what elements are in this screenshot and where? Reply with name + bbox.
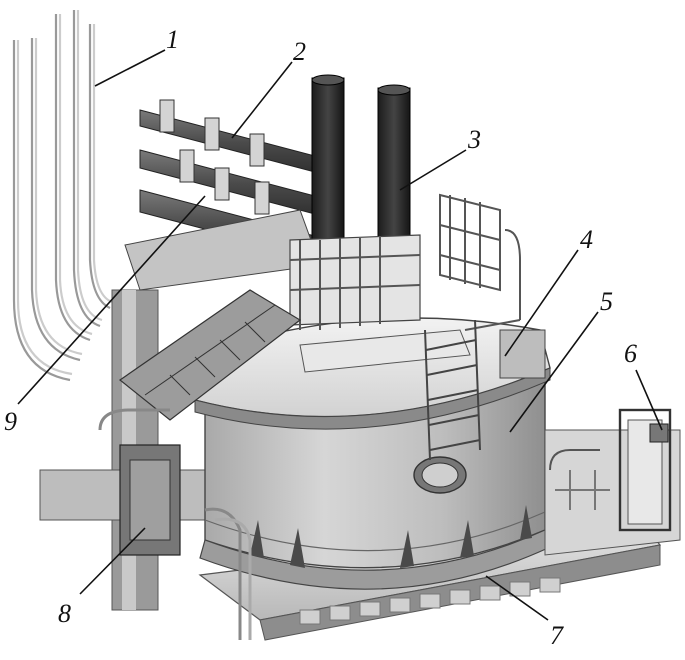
- callout-5: 5: [600, 287, 613, 316]
- leader-line-9: [17, 195, 206, 405]
- leader-line-7: [485, 575, 549, 621]
- leader-line-8: [79, 527, 146, 595]
- leader-line-4: [504, 249, 579, 357]
- leader-line-1: [94, 49, 166, 87]
- leader-line-3: [399, 149, 467, 191]
- callout-2: 2: [293, 37, 306, 66]
- callout-8: 8: [58, 599, 71, 628]
- launder-chute: [118, 289, 302, 421]
- leader-line-5: [509, 311, 599, 433]
- electrode-arms: [124, 99, 331, 291]
- callout-7: 7: [550, 621, 564, 650]
- hydraulic-unit: [98, 408, 252, 640]
- callout-4: 4: [580, 225, 593, 254]
- callout-9: 9: [4, 407, 17, 436]
- callout-1: 1: [166, 25, 179, 54]
- access-ladder: [424, 319, 481, 461]
- callout-labels: 1 2 3 4 5 6 7 8 9: [4, 25, 637, 650]
- callout-3: 3: [467, 125, 481, 154]
- callout-6: 6: [624, 339, 637, 368]
- side-gantry: [544, 408, 681, 556]
- leader-line-6: [635, 369, 663, 431]
- leader-lines: [17, 49, 663, 621]
- upper-platform: [289, 193, 521, 331]
- leader-line-2: [231, 61, 293, 139]
- flexible-cables: [12, 10, 113, 382]
